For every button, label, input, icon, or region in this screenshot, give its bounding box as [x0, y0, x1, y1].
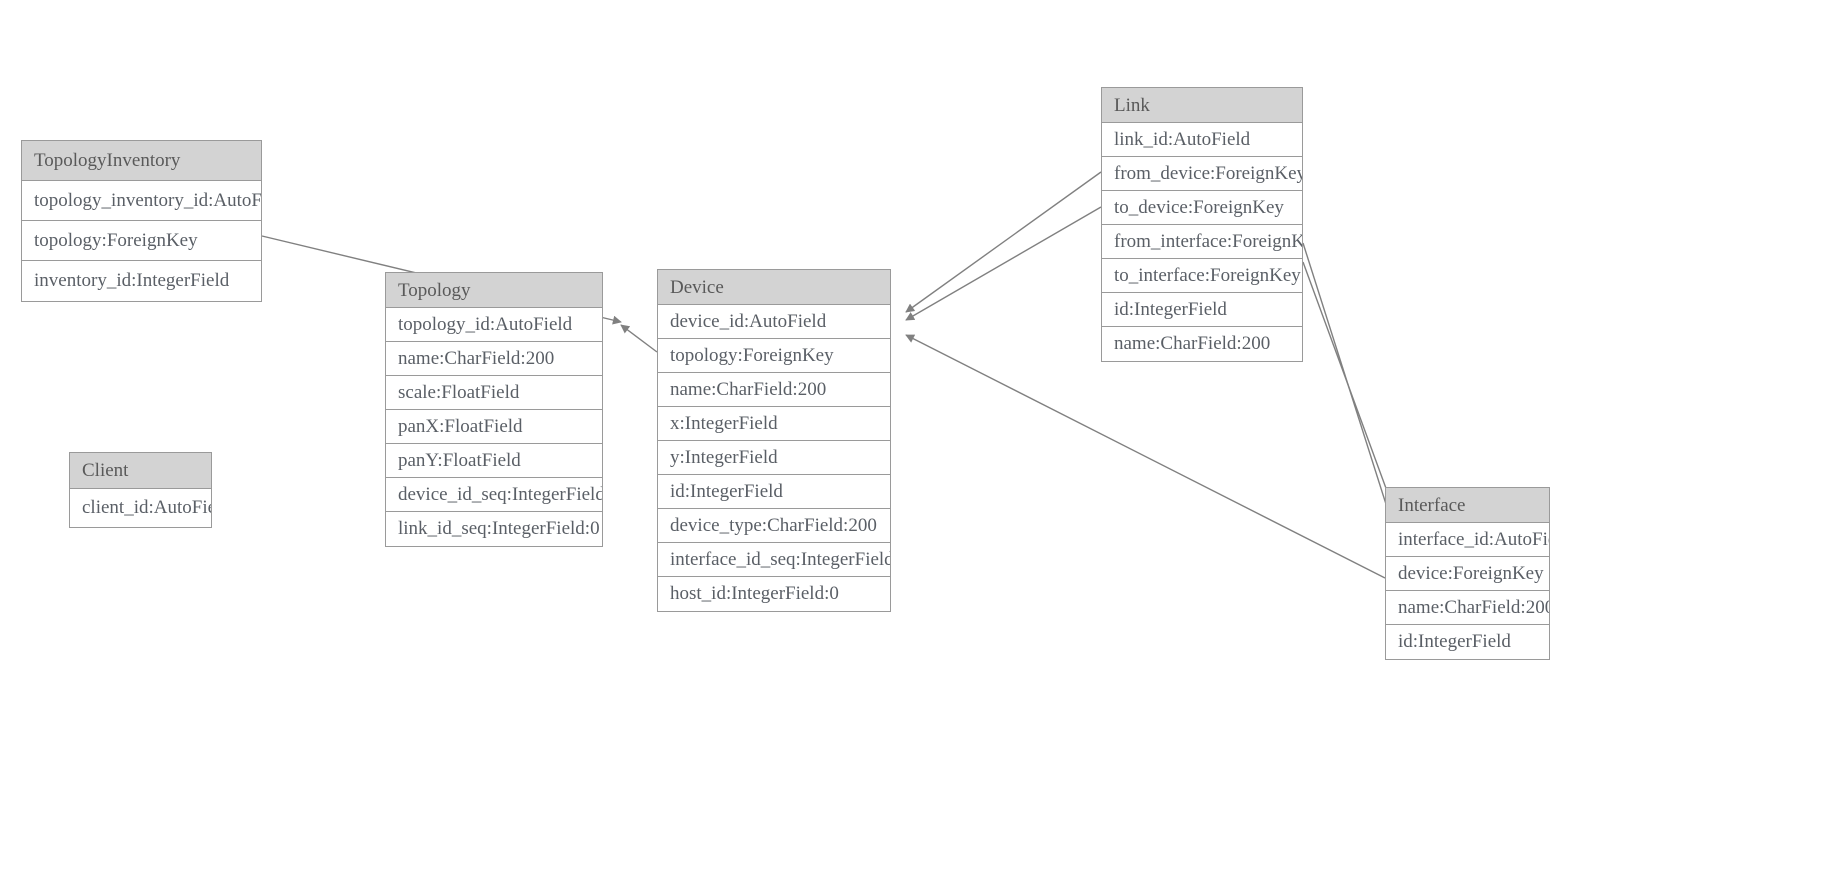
- relationship-edge: [905, 334, 1386, 579]
- entity-field: device_id:AutoField: [658, 305, 890, 339]
- relationship-edge: [905, 206, 1102, 321]
- entity-client[interactable]: Client client_id:AutoField: [69, 452, 212, 528]
- entity-field: client_id:AutoField: [70, 489, 211, 527]
- entity-field: y:IntegerField: [658, 441, 890, 475]
- entity-topology-inventory[interactable]: TopologyInventory topology_inventory_id:…: [21, 140, 262, 302]
- relationship-edge: [1302, 261, 1400, 522]
- entity-field: inventory_id:IntegerField: [22, 261, 261, 301]
- entity-topology[interactable]: Topology topology_id:AutoField name:Char…: [385, 272, 603, 547]
- relationship-edge: [620, 324, 658, 353]
- entity-field: link_id:AutoField: [1102, 123, 1302, 157]
- entity-field: panX:FloatField: [386, 410, 602, 444]
- entity-title: TopologyInventory: [22, 141, 261, 181]
- entity-field: from_interface:ForeignKey: [1102, 225, 1302, 259]
- entity-field: name:CharField:200: [658, 373, 890, 407]
- entity-field: link_id_seq:IntegerField:0: [386, 512, 602, 546]
- entity-field: panY:FloatField: [386, 444, 602, 478]
- entity-field: name:CharField:200: [386, 342, 602, 376]
- entity-title: Topology: [386, 273, 602, 308]
- entity-field: topology_inventory_id:AutoField: [22, 181, 261, 221]
- entity-field: topology_id:AutoField: [386, 308, 602, 342]
- entity-field: topology:ForeignKey: [658, 339, 890, 373]
- entity-field: device:ForeignKey: [1386, 557, 1549, 591]
- entity-title: Client: [70, 453, 211, 489]
- entity-field: topology:ForeignKey: [22, 221, 261, 261]
- entity-field: id:IntegerField: [1102, 293, 1302, 327]
- entity-field: interface_id_seq:IntegerField:0: [658, 543, 890, 577]
- entity-field: from_device:ForeignKey: [1102, 157, 1302, 191]
- entity-field: id:IntegerField: [658, 475, 890, 509]
- entity-field: to_device:ForeignKey: [1102, 191, 1302, 225]
- entity-title: Link: [1102, 88, 1302, 123]
- entity-field: interface_id:AutoField: [1386, 523, 1549, 557]
- entity-field: name:CharField:200: [1386, 591, 1549, 625]
- entity-field: host_id:IntegerField:0: [658, 577, 890, 611]
- entity-field: name:CharField:200: [1102, 327, 1302, 361]
- relationship-edge: [1302, 242, 1394, 524]
- entity-device[interactable]: Device device_id:AutoField topology:Fore…: [657, 269, 891, 612]
- entity-title: Interface: [1386, 488, 1549, 523]
- entity-field: to_interface:ForeignKey: [1102, 259, 1302, 293]
- relationship-edge: [905, 171, 1102, 313]
- entity-field: scale:FloatField: [386, 376, 602, 410]
- entity-interface[interactable]: Interface interface_id:AutoField device:…: [1385, 487, 1550, 660]
- entity-field: device_type:CharField:200: [658, 509, 890, 543]
- entity-field: id:IntegerField: [1386, 625, 1549, 659]
- entity-field: device_id_seq:IntegerField:0: [386, 478, 602, 512]
- entity-link[interactable]: Link link_id:AutoField from_device:Forei…: [1101, 87, 1303, 362]
- entity-title: Device: [658, 270, 890, 305]
- entity-field: x:IntegerField: [658, 407, 890, 441]
